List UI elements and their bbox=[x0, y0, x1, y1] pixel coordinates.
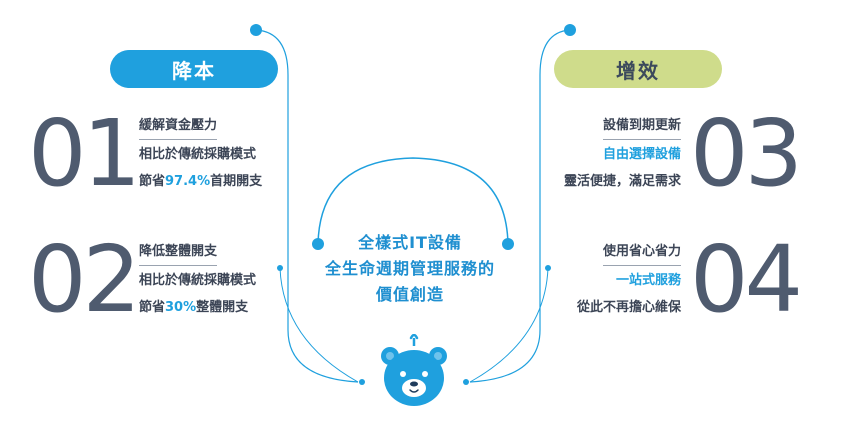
item-title-02: 降低整體開支 bbox=[139, 241, 218, 266]
item-block-02: 降低整體開支 相比於傳統採購模式 節省30%整體開支 bbox=[139, 238, 256, 321]
item-number-04: 04 bbox=[690, 226, 803, 333]
center-line2: 全生命週期管理服務的 bbox=[324, 259, 495, 278]
bear-mascot-icon bbox=[381, 334, 447, 406]
center-line3: 價值創造 bbox=[375, 285, 444, 304]
item-line3-03: 靈活便捷，滿足需求 bbox=[563, 174, 681, 189]
item-number-01: 01 bbox=[28, 100, 141, 207]
dot-top-left bbox=[250, 24, 262, 36]
reduce-cost-pill: 降本 bbox=[110, 50, 278, 88]
item-line2-02: 相比於傳統採購模式 bbox=[139, 273, 257, 288]
dot-top-right bbox=[564, 24, 576, 36]
item-title-03: 設備到期更新 bbox=[602, 115, 681, 140]
center-caption: 全樣式IT設備 全生命週期管理服務的 價值創造 bbox=[300, 230, 520, 308]
item-number-02: 02 bbox=[28, 226, 141, 333]
item-line3-02: 節省30%整體開支 bbox=[139, 300, 249, 315]
item-title-04: 使用省心省力 bbox=[602, 241, 681, 266]
item-block-04: 使用省心省力 一站式服務 從此不再擔心維保 bbox=[577, 238, 681, 321]
dot-center-right bbox=[502, 238, 514, 250]
item-line3-04: 從此不再擔心維保 bbox=[576, 300, 681, 315]
item-block-03: 設備到期更新 自由選擇設備 靈活便捷，滿足需求 bbox=[564, 112, 681, 195]
item-number-03: 03 bbox=[690, 100, 803, 207]
item-block-01: 緩解資金壓力 相比於傳統採購模式 節省97.4%首期開支 bbox=[139, 112, 262, 195]
increase-efficiency-pill: 增效 bbox=[554, 50, 722, 88]
item-line2-04: 一站式服務 bbox=[615, 273, 681, 288]
center-line1: 全樣式IT設備 bbox=[358, 233, 462, 252]
item-line3-01: 節省97.4%首期開支 bbox=[139, 174, 263, 189]
dot-center-left bbox=[312, 238, 324, 250]
item-line2-03: 自由選擇設備 bbox=[602, 147, 681, 162]
item-title-01: 緩解資金壓力 bbox=[139, 115, 218, 140]
item-line2-01: 相比於傳統採購模式 bbox=[139, 147, 257, 162]
